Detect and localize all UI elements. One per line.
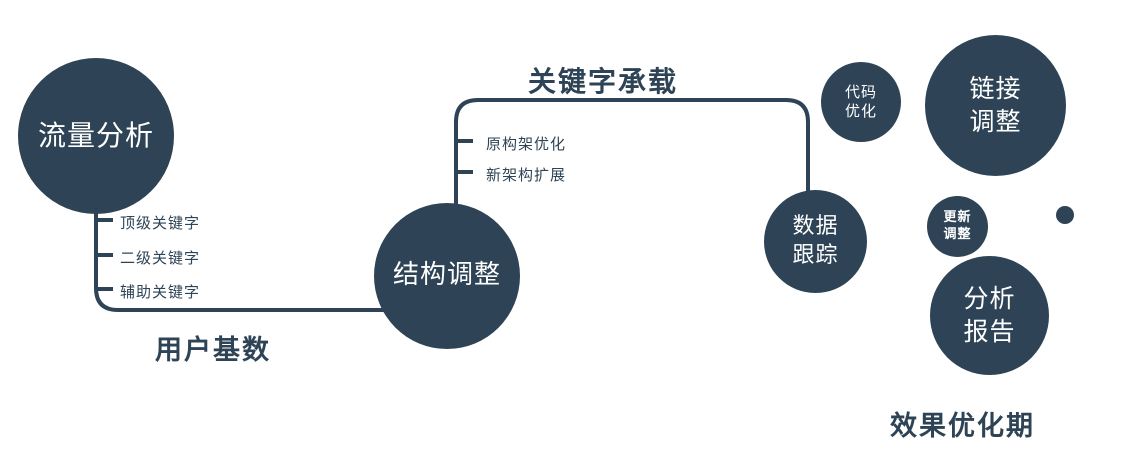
- phase-label-optimization: 效果优化期: [890, 411, 1035, 442]
- node-analysis-report: 分析 报告: [930, 256, 1049, 375]
- node-code-optimization: 代码 优化: [821, 62, 901, 142]
- node-analysis-report-line1: 分析: [963, 284, 1016, 313]
- edge-label-user-base: 用户基数: [155, 335, 271, 366]
- branch-label-top-keyword: 顶级关键字: [120, 214, 201, 232]
- node-data-tracking-line1: 数据: [792, 213, 839, 239]
- node-data-tracking-line2: 跟踪: [792, 242, 839, 268]
- node-analysis-report-line2: 报告: [963, 316, 1016, 346]
- node-link-adjustment: 链接 调整: [925, 35, 1066, 176]
- node-dot: [1056, 206, 1074, 224]
- node-traffic-analysis: 流量分析: [18, 58, 174, 214]
- node-structure-adjustment: 结构调整: [374, 203, 520, 349]
- branch-label-second-keyword: 二级关键字: [120, 249, 201, 267]
- node-code-optimization-line2: 优化: [844, 102, 877, 120]
- branch-label-arch-expand: 新架构扩展: [486, 166, 567, 184]
- node-update-adjustment: 更新 调整: [927, 196, 988, 257]
- edge-label-keyword-bearing: 关键字承载: [528, 65, 679, 98]
- node-update-adjustment-line2: 调整: [943, 226, 972, 242]
- node-traffic-analysis-label: 流量分析: [37, 118, 154, 152]
- edge-keyword-bearing-path: [454, 98, 810, 212]
- node-structure-adjustment-label: 结构调整: [392, 260, 501, 291]
- branch-label-aux-keyword: 辅助关键字: [120, 283, 201, 301]
- node-update-adjustment-line1: 更新: [943, 209, 972, 225]
- node-code-optimization-line1: 代码: [844, 82, 877, 101]
- node-link-adjustment-line1: 链接: [969, 74, 1022, 103]
- node-link-adjustment-line2: 调整: [969, 106, 1022, 136]
- node-data-tracking: 数据 跟踪: [764, 190, 867, 293]
- branch-label-arch-optimize: 原构架优化: [486, 135, 567, 153]
